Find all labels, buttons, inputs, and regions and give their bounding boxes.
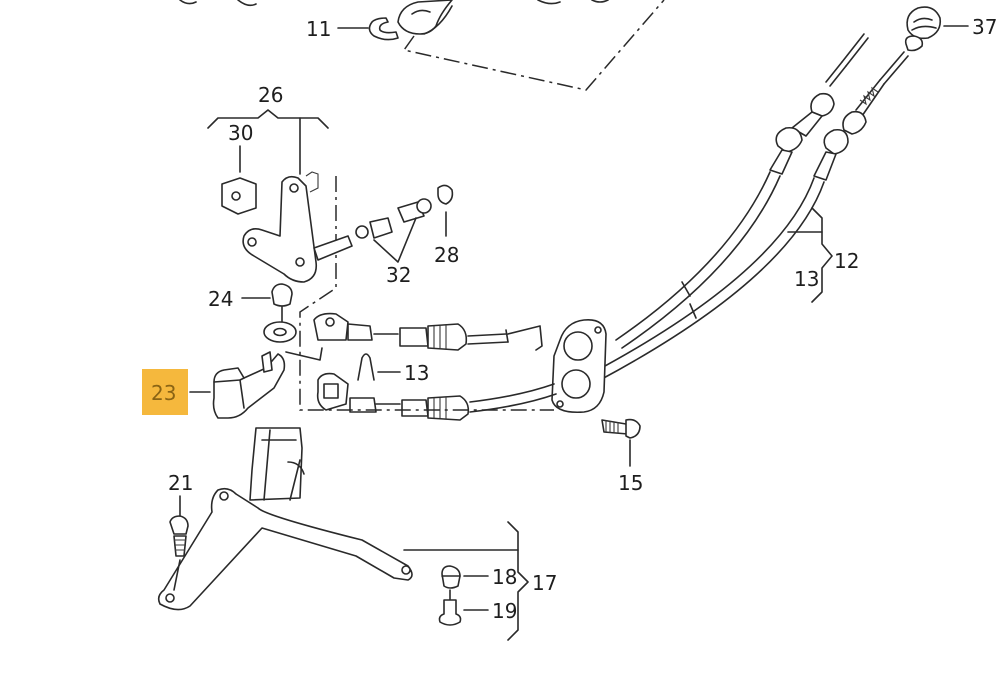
cable-13-left — [615, 33, 869, 349]
assembly-guide-lines — [285, 176, 554, 411]
callout-32: 32 — [386, 263, 411, 287]
callout-13-cable: 13 — [794, 267, 819, 291]
part-37-end-fitting: 37 — [904, 6, 997, 52]
callout-23[interactable]: 23 — [151, 381, 176, 405]
part-30-block-nut: 30 — [221, 121, 257, 215]
cable-end-lower — [316, 372, 557, 421]
top-partial-parts — [179, 0, 609, 7]
part-19-sleeve: 19 — [438, 589, 517, 626]
callout-15: 15 — [618, 471, 643, 495]
callout-17: 17 — [532, 571, 557, 595]
callout-12: 12 — [834, 249, 859, 273]
callout-21: 21 — [168, 471, 193, 495]
cable-grommet-plate — [551, 318, 607, 414]
callout-26: 26 — [258, 83, 283, 107]
callout-11: 11 — [306, 17, 331, 41]
bracket-12-13: 12 13 — [787, 207, 859, 303]
callout-37: 37 — [972, 15, 997, 39]
part-21-bolt: 21 — [168, 471, 193, 591]
part-15-bolt: 15 — [601, 418, 643, 495]
part-26-lever: 26 — [207, 83, 353, 283]
part-23-bearing-block[interactable]: 23 — [142, 351, 286, 419]
cable-12-right — [593, 51, 909, 381]
callout-24: 24 — [208, 287, 233, 311]
callout-19: 19 — [492, 599, 517, 623]
part-28-clip: 28 — [434, 184, 459, 267]
part-18-bushing: 18 — [441, 565, 517, 589]
part-11-clip: 11 — [306, 17, 399, 41]
callout-30: 30 — [228, 121, 253, 145]
highlight-box-23[interactable] — [142, 369, 188, 415]
cable-end-upper — [313, 312, 543, 351]
part-24-nut: 24 — [208, 283, 297, 343]
part-32-bushings: 32 — [355, 198, 432, 287]
part-13-clip: 13 — [357, 353, 429, 385]
callout-28: 28 — [434, 243, 459, 267]
part-17-bracket: 17 — [157, 427, 557, 641]
callout-18: 18 — [492, 565, 517, 589]
shift-housing-fragment — [397, 0, 665, 91]
callout-13-clip: 13 — [404, 361, 429, 385]
